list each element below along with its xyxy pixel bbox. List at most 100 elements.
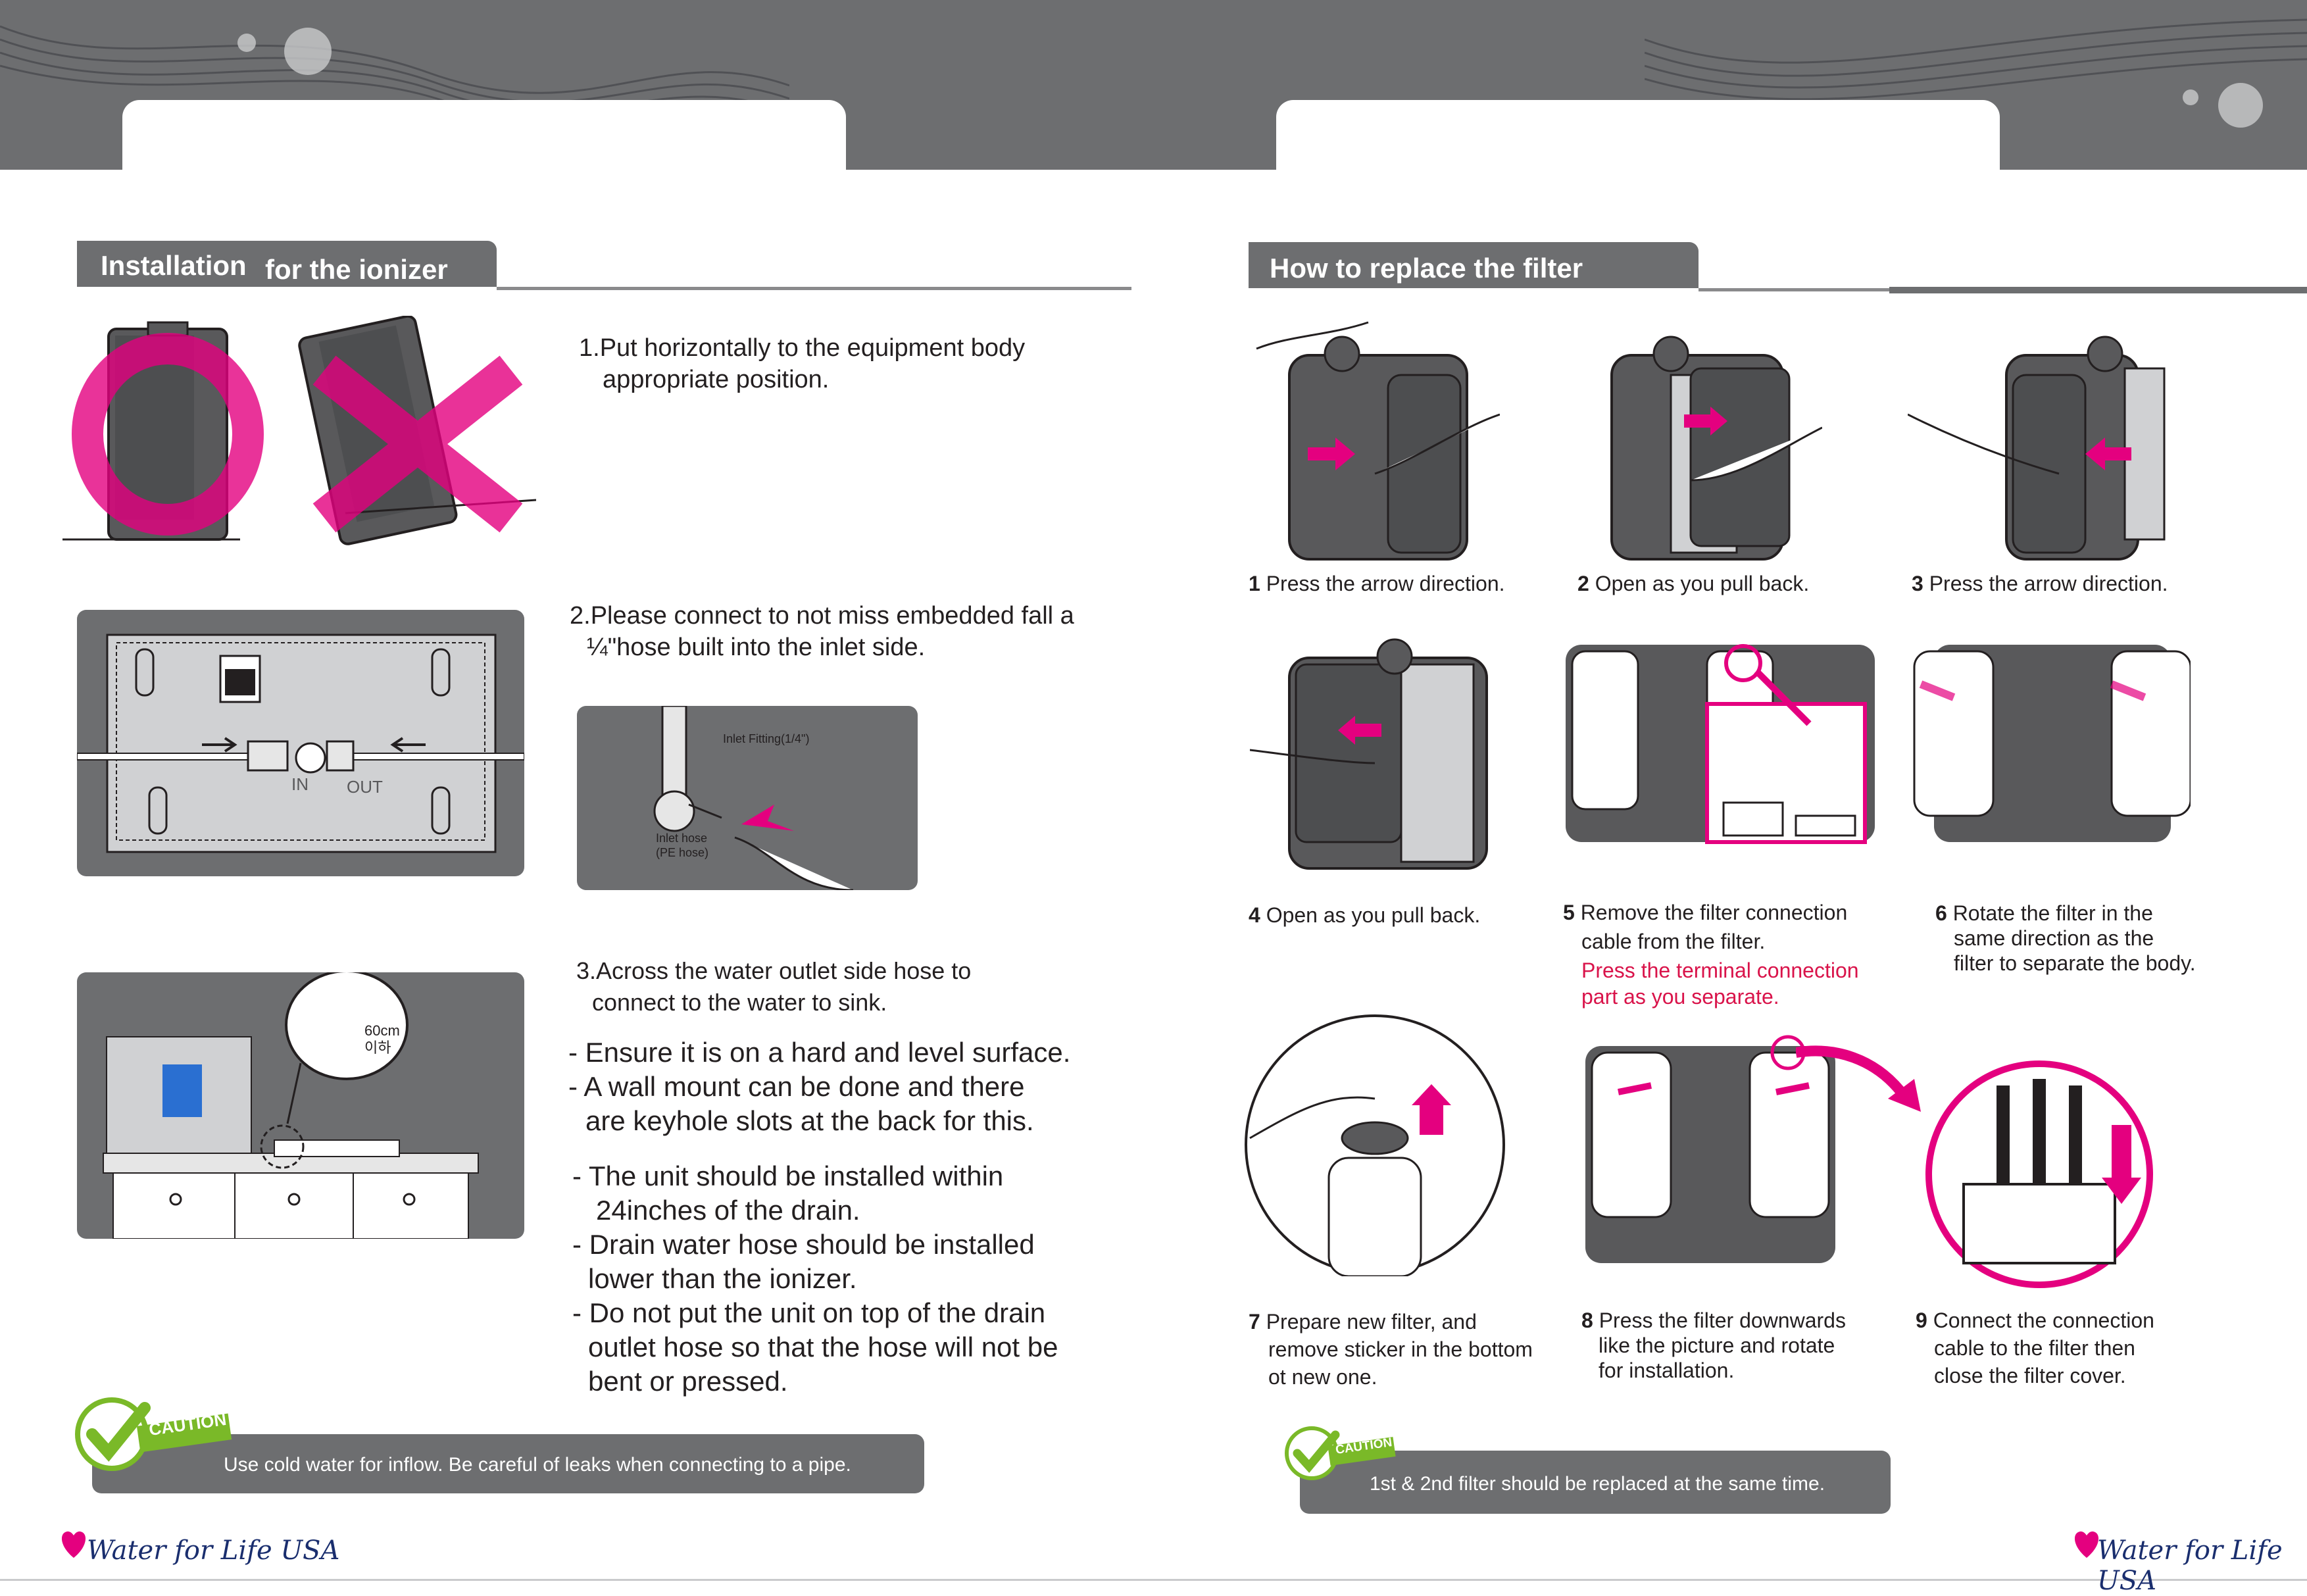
- install-bullet-b-5: - Do not put the unit on top of the drai…: [572, 1297, 1046, 1328]
- filter-step-9-num: 9: [1916, 1309, 1927, 1332]
- install-step-2-line-1: 2.Please connect to not miss embedded fa…: [570, 602, 1074, 630]
- filter-step-6-num: 6: [1935, 901, 1947, 925]
- filter-step-7-figure: [1245, 1014, 1505, 1276]
- install-step-2-line-2: ¼"hose built into the inlet side.: [587, 634, 926, 661]
- filter-step-2-num: 2: [1577, 572, 1589, 595]
- inlet-label-in: IN: [291, 774, 309, 794]
- install-step-1-line-1: 1.Put horizontally to the equipment body: [579, 334, 1026, 362]
- filter-step-9-line-2: cable to the filter then: [1934, 1336, 2135, 1360]
- orientation-figure: [62, 316, 536, 545]
- install-bullet-b-4: lower than the ionizer.: [588, 1263, 857, 1294]
- install-step-1: 1.Put horizontally to the equipment body…: [579, 332, 1025, 395]
- filter-step-5: 5 Remove the filter connection cable fro…: [1563, 899, 1859, 1010]
- header-tab-right: [1276, 100, 2000, 179]
- filter-step-2-figure: [1610, 336, 1822, 561]
- connection-arrow-icon: [1796, 1045, 1921, 1112]
- header-wave-right: [1645, 18, 2307, 128]
- inlet-hose-label-line-1: Inlet hose: [656, 832, 708, 845]
- filter-step-1: 1 Press the arrow direction.: [1249, 570, 1505, 597]
- filter-step-8-line-1: Press the filter downwards: [1599, 1309, 1846, 1332]
- install-step-3-line-2: connect to the water to sink.: [592, 989, 887, 1016]
- filter-step-7-line-3: ot new one.: [1268, 1365, 1377, 1389]
- filter-step-3-num: 3: [1912, 572, 1923, 595]
- caution-text-left: Use cold water for inflow. Be careful of…: [224, 1454, 851, 1476]
- filter-step-4: 4 Open as you pull back.: [1249, 902, 1480, 928]
- caution-box-right: 1st & 2nd filter should be replaced at t…: [1300, 1451, 1891, 1514]
- filter-step-9: 9 Connect the connection cable to the fi…: [1916, 1307, 2154, 1389]
- filter-step-3-figure: [1908, 336, 2166, 561]
- height-label: 60cm 이하: [364, 1022, 400, 1057]
- heart-icon-right: [2074, 1531, 2099, 1558]
- filter-step-7-line-2: remove sticker in the bottom: [1268, 1337, 1533, 1361]
- install-bullet-b-7: bent or pressed.: [588, 1366, 788, 1397]
- filter-step-2: 2 Open as you pull back.: [1577, 570, 1809, 597]
- inlet-hose-label-line-2: (PE hose): [656, 846, 709, 859]
- filter-step-6-line-1: Rotate the filter in the: [1952, 901, 2153, 925]
- filter-step-5-note-2: part as you separate.: [1581, 985, 1779, 1009]
- inlet-panel-figure: IN OUT: [77, 610, 524, 876]
- install-bullet-b-2: 24inches of the drain.: [596, 1195, 860, 1226]
- inlet-label-out: OUT: [347, 777, 383, 797]
- section-title-replace-filter: How to replace the filter: [1249, 242, 1699, 288]
- filter-step-3: 3 Press the arrow direction.: [1912, 570, 2168, 597]
- filter-step-8-num: 8: [1581, 1309, 1593, 1332]
- install-step-2: 2.Please connect to not miss embedded fa…: [570, 600, 1074, 663]
- inlet-fitting-figure: Inlet Fitting(1/4") Inlet hose (PE hose): [577, 706, 918, 890]
- filter-step-1-line-1: Press the arrow direction.: [1266, 572, 1505, 595]
- filter-step-8-line-3: for installation.: [1599, 1359, 1735, 1382]
- logo-right: Water for Life USA: [2097, 1535, 2283, 1596]
- filter-step-6: 6 Rotate the filter in the same directio…: [1935, 901, 2196, 976]
- filter-step-6-figure: [1913, 645, 2191, 842]
- filter-step-5-line-2: cable from the filter.: [1581, 930, 1766, 953]
- install-step-1-line-2: appropriate position.: [603, 366, 830, 393]
- filter-step-2-line-1: Open as you pull back.: [1595, 572, 1810, 595]
- section-title-installation: Installation for the ionizer: [77, 241, 497, 287]
- filter-step-8-line-2: like the picture and rotate: [1599, 1334, 1835, 1357]
- filter-step-4-figure: [1250, 638, 1488, 870]
- caution-check-icon-right: [1285, 1426, 1396, 1480]
- install-bullet-a-3: are keyhole slots at the back for this.: [585, 1105, 1034, 1136]
- filter-step-5-figure: [1566, 644, 1875, 844]
- install-bullets-a: - Ensure it is on a hard and level surfa…: [568, 1035, 1070, 1138]
- caution-check-icon-left: [75, 1397, 232, 1471]
- filter-step-9-line-3: close the filter cover.: [1934, 1364, 2126, 1387]
- filter-step-8: 8 Press the filter downwards like the pi…: [1581, 1308, 1846, 1383]
- footer-rule-left: [0, 1579, 2307, 1581]
- filter-step-1-figure: [1256, 321, 1500, 561]
- install-bullet-a-1: - Ensure it is on a hard and level surfa…: [568, 1037, 1071, 1068]
- install-bullets-b: - The unit should be installed within 24…: [572, 1159, 1058, 1399]
- heart-icon-left: [61, 1531, 86, 1558]
- filter-step-7-line-1: Prepare new filter, and: [1266, 1310, 1477, 1334]
- filter-step-5-line-1: Remove the filter connection: [1580, 901, 1848, 924]
- install-step-3-line-1: 3.Across the water outlet side hose to: [576, 957, 972, 984]
- filter-step-1-num: 1: [1249, 572, 1260, 595]
- filter-step-5-num: 5: [1563, 901, 1575, 924]
- logo-left: Water for Life USA: [87, 1535, 340, 1566]
- filter-step-5-note-1: Press the terminal connection: [1581, 959, 1859, 982]
- install-bullet-b-3: - Drain water hose should be installed: [572, 1229, 1035, 1260]
- section-title-part-b: for the ionizer: [265, 254, 448, 285]
- install-bullet-a-2: - A wall mount can be done and there: [568, 1071, 1025, 1102]
- wrong-mark-x: [312, 355, 523, 533]
- caution-text-right: 1st & 2nd filter should be replaced at t…: [1370, 1473, 1825, 1495]
- inlet-fitting-label: Inlet Fitting(1/4"): [723, 732, 810, 745]
- filter-step-9-figure: [1925, 1060, 2153, 1288]
- install-step-3: 3.Across the water outlet side hose to c…: [576, 955, 971, 1018]
- section-title-part-a: Installation: [101, 250, 247, 281]
- filter-step-6-line-3: filter to separate the body.: [1954, 951, 2196, 975]
- filter-step-7: 7 Prepare new filter, and remove sticker…: [1249, 1308, 1533, 1391]
- correct-mark-o: [72, 333, 264, 536]
- caution-box-left: Use cold water for inflow. Be careful of…: [92, 1434, 924, 1493]
- section-rule-right-a: [1699, 288, 1889, 291]
- section-rule-left: [497, 287, 1131, 290]
- install-bullet-b-1: - The unit should be installed within: [572, 1160, 1004, 1191]
- header-tab-left: [122, 100, 846, 179]
- filter-step-4-line-1: Open as you pull back.: [1266, 903, 1481, 927]
- section-rule-right-b: [1889, 287, 2307, 293]
- inlet-hose-label: Inlet hose (PE hose): [656, 831, 708, 860]
- filter-step-3-line-1: Press the arrow direction.: [1929, 572, 2168, 595]
- filter-step-6-line-2: same direction as the: [1954, 926, 2154, 950]
- filter-step-7-num: 7: [1249, 1310, 1260, 1334]
- height-label-line-2: 이하: [364, 1039, 391, 1056]
- sink-figure: 60cm 이하: [77, 972, 524, 1239]
